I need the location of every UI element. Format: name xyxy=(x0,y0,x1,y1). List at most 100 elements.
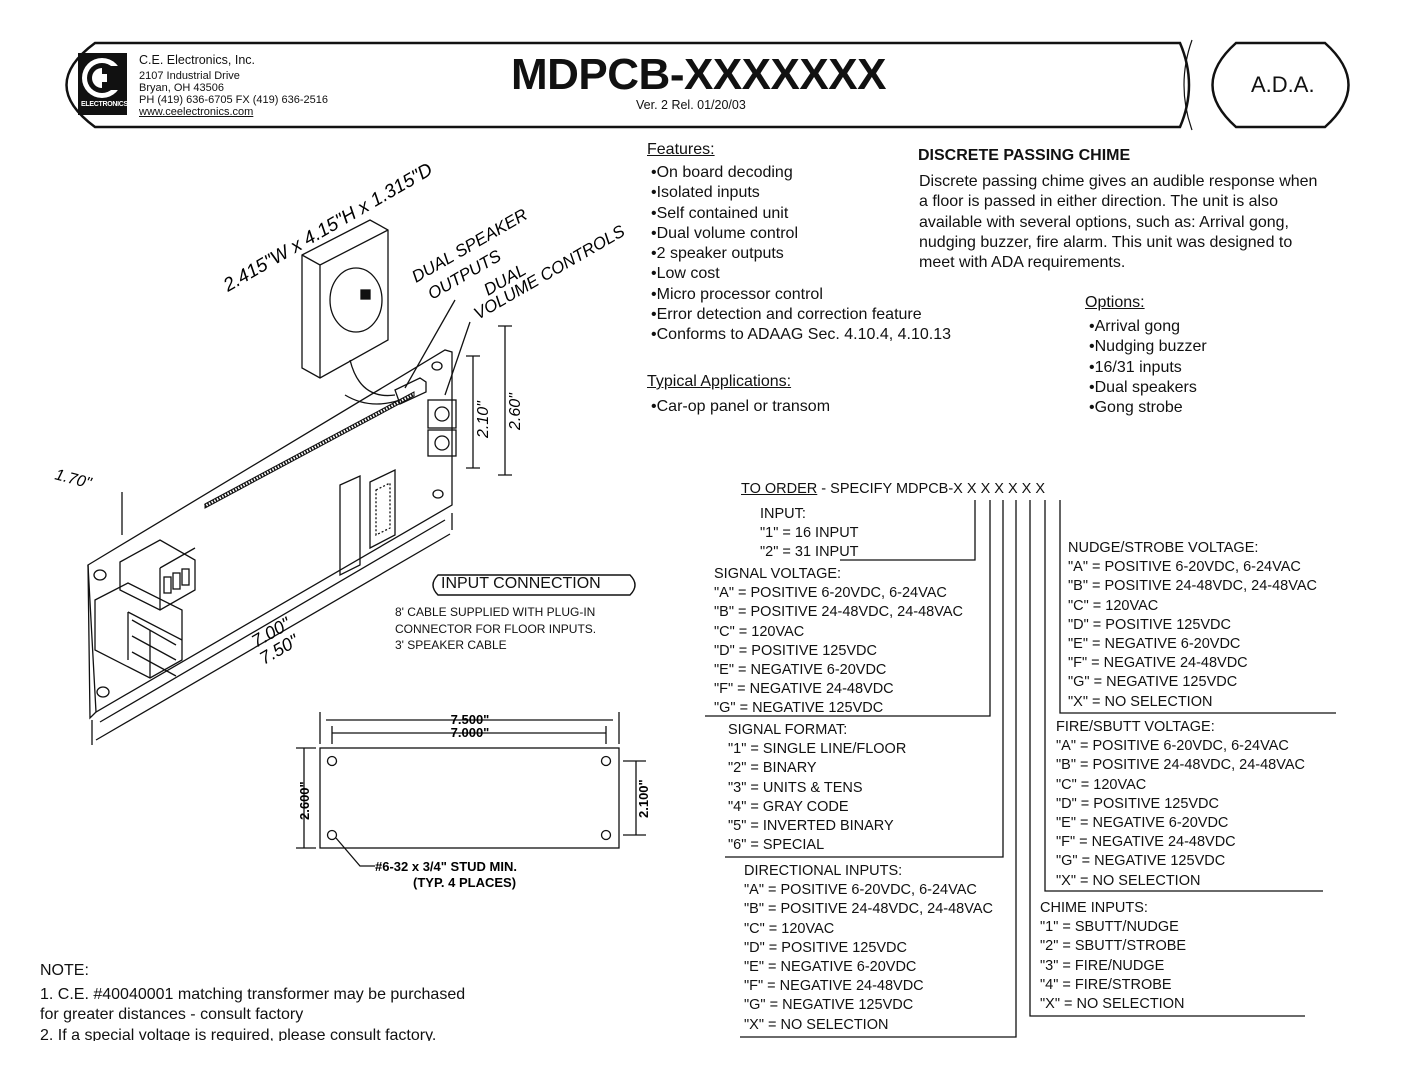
order-option: "C" = 120VAC xyxy=(1068,597,1159,614)
input-group: INPUT: "1" = 16 INPUT "2" = 31 INPUT xyxy=(760,505,859,563)
group-title: NUDGE/STROBE VOLTAGE: xyxy=(1068,540,1259,556)
order-option: "1" = 16 INPUT xyxy=(760,525,859,542)
note-line: 2. If a special voltage is required, ple… xyxy=(40,1026,437,1041)
order-option: "G" = NEGATIVE 125VDC xyxy=(714,700,884,717)
group-title: INPUT: xyxy=(760,506,806,522)
feature-item: Conforms to ADAAG Sec. 4.10.4, 4.10.13 xyxy=(651,325,951,345)
flat-height-2: 2.100" xyxy=(636,779,651,818)
cable-note-line: 8' CABLE SUPPLIED WITH PLUG-IN xyxy=(395,605,596,619)
features-list: On board decodingIsolated inputsSelf con… xyxy=(651,163,951,346)
logo-caption: ELECTRONICS xyxy=(81,101,128,108)
order-option: "6" = SPECIAL xyxy=(728,837,825,854)
feature-item: 2 speaker outputs xyxy=(651,244,951,264)
height-dim-2: 2.60" xyxy=(507,392,524,431)
address-line-1: 2107 Industrial Drive xyxy=(139,70,240,82)
order-option: "C" = 120VAC xyxy=(714,623,805,640)
options-list: Arrival gongNudging buzzer16/31 inputsDu… xyxy=(1089,317,1207,418)
input-connection-label: INPUT CONNECTION xyxy=(441,575,601,592)
order-option: "4" = GRAY CODE xyxy=(728,798,849,815)
phone-fax: PH (419) 636-6705 FX (419) 636-2516 xyxy=(139,94,328,106)
order-option: "5" = INVERTED BINARY xyxy=(728,818,894,835)
description-line: a floor is passed in either direction. T… xyxy=(919,193,1279,211)
order-option: "4" = FIRE/STROBE xyxy=(1040,976,1172,993)
order-option: "A" = POSITIVE 6-20VDC, 6-24VAC xyxy=(744,882,977,899)
order-option: "3" = FIRE/NUDGE xyxy=(1040,957,1165,974)
cable-note-line: 3' SPEAKER CABLE xyxy=(395,638,507,652)
feature-item: Low cost xyxy=(651,264,951,284)
depth-dim: 1.70" xyxy=(53,466,94,492)
order-option: "D" = POSITIVE 125VDC xyxy=(1068,616,1232,633)
description-line: meet with ADA requirements. xyxy=(919,254,1126,272)
description-line: available with several options, such as:… xyxy=(919,213,1289,231)
feature-item: Micro processor control xyxy=(651,285,951,305)
order-option: "A" = POSITIVE 6-20VDC, 6-24VAC xyxy=(1068,559,1301,576)
order-option: "F" = NEGATIVE 24-48VDC xyxy=(1056,834,1236,851)
group-title: FIRE/SBUTT VOLTAGE: xyxy=(1056,719,1215,735)
order-option: "E" = NEGATIVE 6-20VDC xyxy=(714,662,887,679)
group-title: SIGNAL FORMAT: xyxy=(728,722,848,738)
order-option: "B" = POSITIVE 24-48VDC, 24-48VAC xyxy=(744,901,993,918)
directional-group: DIRECTIONAL INPUTS: "A" = POSITIVE 6-20VD… xyxy=(744,862,993,1035)
order-option: "X" = NO SELECTION xyxy=(744,1016,889,1033)
order-option: "A" = POSITIVE 6-20VDC, 6-24VAC xyxy=(1056,738,1289,755)
flat-width-1: 7.500" xyxy=(451,712,490,727)
order-option: "2" = SBUTT/STROBE xyxy=(1040,938,1187,955)
feature-item: Self contained unit xyxy=(651,204,951,224)
ada-badge: A.D.A. xyxy=(1251,72,1315,97)
applications-list: Car-op panel or transom xyxy=(651,397,830,417)
order-option: "D" = POSITIVE 125VDC xyxy=(1056,795,1220,812)
flat-width-2: 7.000" xyxy=(451,725,490,740)
order-option: "X" = NO SELECTION xyxy=(1056,872,1201,889)
website-link[interactable]: www.ceelectronics.com xyxy=(139,106,254,118)
option-item: 16/31 inputs xyxy=(1089,358,1207,378)
order-option: "E" = NEGATIVE 6-20VDC xyxy=(1068,636,1241,653)
order-line: TO ORDER - SPECIFY MDPCB-X X X X X X X xyxy=(741,481,1045,497)
option-item: Dual speakers xyxy=(1089,378,1207,398)
page-title: MDPCB-XXXXXXX xyxy=(511,50,886,99)
order-specify: - SPECIFY MDPCB-X X X X X X X xyxy=(817,481,1046,497)
group-title: CHIME INPUTS: xyxy=(1040,900,1148,916)
note-text: 1. C.E. #40040001 matching transformer m… xyxy=(40,985,465,1041)
flat-height-1: 2.600" xyxy=(297,781,312,820)
order-option: "F" = NEGATIVE 24-48VDC xyxy=(744,978,924,995)
signal-voltage-group: SIGNAL VOLTAGE: "A" = POSITIVE 6-20VDC, 6… xyxy=(714,565,963,719)
order-option: "2" = 31 INPUT xyxy=(760,544,859,561)
chime-inputs-group: CHIME INPUTS: "1" = SBUTT/NUDGE "2" = SBUT… xyxy=(1040,899,1186,1014)
order-option: "A" = POSITIVE 6-20VDC, 6-24VAC xyxy=(714,585,947,602)
company-name: C.E. Electronics, Inc. xyxy=(139,53,256,67)
feature-item: On board decoding xyxy=(651,163,951,183)
order-option: "E" = NEGATIVE 6-20VDC xyxy=(744,959,917,976)
company-logo-icon xyxy=(78,53,127,115)
order-option: "2" = BINARY xyxy=(728,760,817,777)
applications-heading: Typical Applications: xyxy=(647,373,792,390)
order-option: "E" = NEGATIVE 6-20VDC xyxy=(1056,815,1229,832)
group-title: SIGNAL VOLTAGE: xyxy=(714,566,842,582)
feature-item: Error detection and correction feature xyxy=(651,305,951,325)
group-title: DIRECTIONAL INPUTS: xyxy=(744,863,903,879)
description-heading: DISCRETE PASSING CHIME xyxy=(918,147,1131,164)
to-order-label: TO ORDER xyxy=(741,481,818,497)
option-item: Gong strobe xyxy=(1089,398,1207,418)
note-line: 1. C.E. #40040001 matching transformer m… xyxy=(40,986,466,1003)
address-line-2: Bryan, OH 43506 xyxy=(139,82,224,94)
order-option: "F" = NEGATIVE 24-48VDC xyxy=(1068,655,1248,672)
version-text: Ver. 2 Rel. 01/20/03 xyxy=(636,98,746,112)
order-option: "G" = NEGATIVE 125VDC xyxy=(1056,853,1226,870)
description-text: Discrete passing chime gives an audible … xyxy=(919,172,1317,273)
features-heading: Features: xyxy=(647,141,715,158)
order-option: "X" = NO SELECTION xyxy=(1040,996,1185,1013)
order-option: "X" = NO SELECTION xyxy=(1068,693,1213,710)
order-option: "D" = POSITIVE 125VDC xyxy=(744,939,908,956)
nudge-strobe-group: NUDGE/STROBE VOLTAGE: "A" = POSITIVE 6-20… xyxy=(1068,539,1317,712)
order-option: "1" = SBUTT/NUDGE xyxy=(1040,919,1179,936)
description-line: Discrete passing chime gives an audible … xyxy=(919,173,1318,190)
order-option: "3" = UNITS & TENS xyxy=(728,779,863,796)
description-line: nudging buzzer, fire alarm. This unit wa… xyxy=(919,233,1293,251)
order-option: "B" = POSITIVE 24-48VDC, 24-48VAC xyxy=(1068,578,1317,595)
order-option: "G" = NEGATIVE 125VDC xyxy=(744,997,914,1014)
order-option: "1" = SINGLE LINE/FLOOR xyxy=(728,741,907,758)
order-option: "B" = POSITIVE 24-48VDC, 24-48VAC xyxy=(1056,757,1305,774)
note-heading: NOTE: xyxy=(40,962,89,979)
